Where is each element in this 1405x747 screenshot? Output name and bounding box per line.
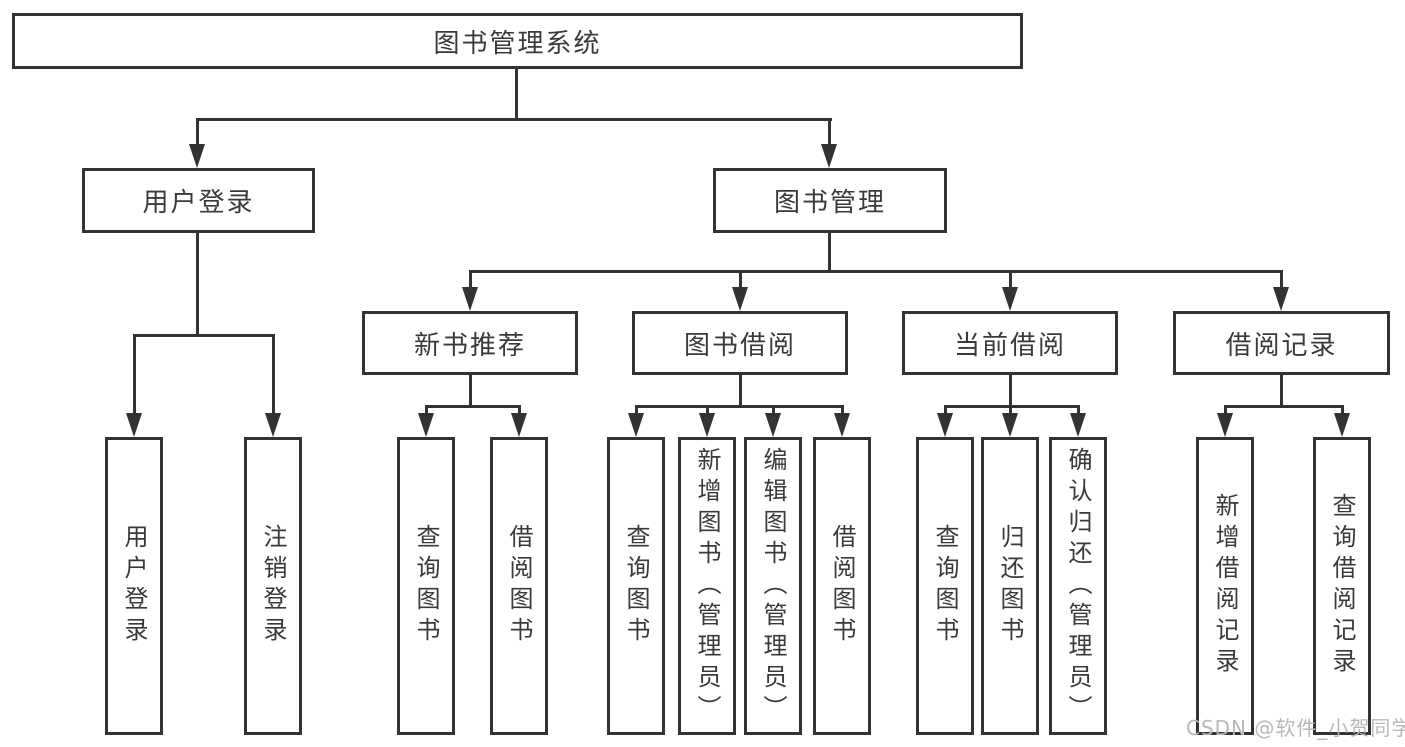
node-current-borrow: 当前借阅	[902, 311, 1118, 375]
arrow-down-icon	[765, 413, 781, 437]
arrow-down-icon	[937, 413, 953, 437]
leaf-bookborrow-borrow-book: 借阅图书	[813, 437, 871, 735]
connector-newbook-stem	[469, 375, 472, 408]
leaf-currentborrow-query-book: 查询图书	[916, 437, 974, 735]
leaf-user-login: 用户登录	[105, 437, 163, 735]
connector-userlogin-drop-2	[272, 334, 275, 415]
connector-newbook-drop-1	[425, 405, 428, 415]
connector-userlogin-drop-1	[133, 334, 136, 415]
arrow-down-icon	[126, 413, 142, 437]
leaf-record-query-borrow-record: 查询借阅记录	[1313, 437, 1371, 735]
connector-root-drop-left	[196, 118, 199, 148]
connector-bookborrow-drop-4	[841, 405, 844, 415]
connector-borrowrecord-drop-2	[1341, 405, 1344, 415]
node-library-system: 图书管理系统	[12, 13, 1023, 69]
arrow-down-icon	[1002, 413, 1018, 437]
node-book-management: 图书管理	[713, 168, 947, 233]
arrow-down-icon	[628, 413, 644, 437]
connector-newbook-drop-2	[518, 405, 521, 415]
leaf-bookborrow-query-book: 查询图书	[607, 437, 665, 735]
connector-userlogin-stem	[196, 233, 199, 337]
arrow-down-icon	[732, 287, 748, 311]
leaf-bookborrow-edit-book-admin: 编辑图书（管理员）	[744, 437, 802, 735]
arrow-down-icon	[189, 144, 205, 168]
node-new-book-recommend: 新书推荐	[362, 311, 578, 375]
arrow-down-icon	[1273, 287, 1289, 311]
leaf-logout: 注销登录	[244, 437, 302, 735]
connector-userlogin-bar	[133, 334, 275, 337]
arrow-down-icon	[1002, 287, 1018, 311]
connector-bookborrow-drop-3	[772, 405, 775, 415]
arrow-down-icon	[265, 413, 281, 437]
connector-bookborrow-bar	[635, 405, 844, 408]
arrow-down-icon	[699, 413, 715, 437]
connector-currentborrow-drop-1	[944, 405, 947, 415]
connector-currentborrow-stem	[1009, 375, 1012, 408]
leaf-newbook-query-book: 查询图书	[397, 437, 455, 735]
node-borrow-record: 借阅记录	[1173, 311, 1390, 375]
connector-borrowrecord-stem	[1280, 375, 1283, 408]
arrow-down-icon	[1217, 413, 1233, 437]
arrow-down-icon	[511, 413, 527, 437]
connector-currentborrow-drop-3	[1077, 405, 1080, 415]
leaf-bookborrow-add-book-admin: 新增图书（管理员）	[678, 437, 736, 735]
connector-bookborrow-stem	[739, 375, 742, 408]
connector-bookmgmt-drop-2	[739, 270, 742, 290]
arrow-down-icon	[834, 413, 850, 437]
arrow-down-icon	[418, 413, 434, 437]
connector-bookborrow-drop-2	[706, 405, 709, 415]
arrow-down-icon	[1334, 413, 1350, 437]
connector-bookmgmt-drop-1	[469, 270, 472, 290]
arrow-down-icon	[821, 144, 837, 168]
csdn-watermark: CSDN @软件_小贺同学	[1186, 716, 1405, 740]
connector-root-stem	[515, 69, 518, 119]
connector-root-bar	[196, 118, 832, 121]
connector-bookmgmt-bar	[469, 270, 1282, 273]
connector-bookmgmt-drop-4	[1280, 270, 1283, 290]
leaf-currentborrow-return-book: 归还图书	[981, 437, 1039, 735]
connector-bookborrow-drop-1	[635, 405, 638, 415]
connector-bookmgmt-drop-3	[1009, 270, 1012, 290]
connector-root-drop-right	[828, 118, 831, 148]
node-user-login: 用户登录	[82, 168, 315, 233]
connector-newbook-bar	[425, 405, 521, 408]
arrow-down-icon	[1070, 413, 1086, 437]
arrow-down-icon	[462, 287, 478, 311]
connector-bookmgmt-stem	[828, 233, 831, 273]
connector-borrowrecord-drop-1	[1224, 405, 1227, 415]
connector-borrowrecord-bar	[1224, 405, 1344, 408]
leaf-newbook-borrow-book: 借阅图书	[490, 437, 548, 735]
node-book-borrow: 图书借阅	[632, 311, 848, 375]
connector-currentborrow-bar	[944, 405, 1080, 408]
leaf-currentborrow-confirm-return-admin: 确认归还（管理员）	[1049, 437, 1107, 735]
leaf-record-add-borrow-record: 新增借阅记录	[1196, 437, 1254, 735]
connector-currentborrow-drop-2	[1009, 405, 1012, 415]
